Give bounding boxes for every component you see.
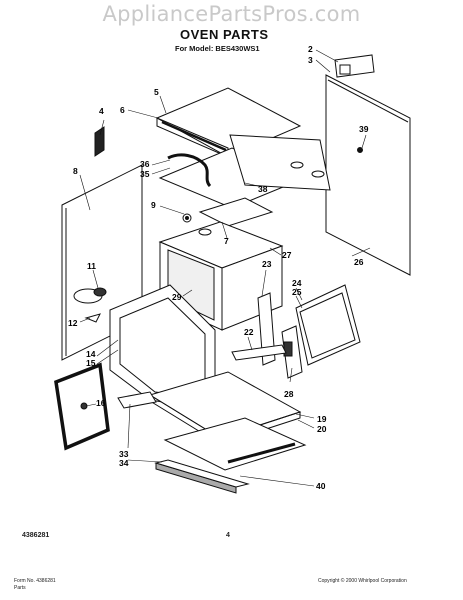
part-label-40: 40	[316, 481, 326, 491]
broil-bracket	[182, 197, 274, 227]
part-label-33: 33	[119, 449, 129, 459]
part-label-7: 7	[224, 236, 229, 246]
part-label-15: 15	[86, 358, 96, 368]
part-label-34: 34	[119, 458, 129, 468]
leader-lines	[79, 49, 371, 487]
bracket	[334, 54, 375, 78]
bracket-33	[117, 391, 157, 409]
kick-plate	[154, 459, 250, 494]
footer-parts: Parts	[14, 585, 26, 591]
part-label-26: 26	[354, 257, 364, 267]
part-label-4: 4	[99, 106, 104, 116]
small-plate	[94, 126, 105, 157]
part-label-35: 35	[140, 169, 150, 179]
part-label-22: 22	[244, 327, 254, 337]
part-label-23: 23	[262, 259, 272, 269]
doc-number: 4386281	[22, 532, 50, 539]
part-label-2: 2	[308, 44, 313, 54]
part-label-12: 12	[68, 318, 78, 328]
page-title: OVEN PARTS	[180, 27, 269, 42]
part-label-19: 19	[317, 414, 327, 424]
back-panel	[158, 134, 331, 209]
model-subtitle: For Model: BES430WS1	[175, 44, 260, 53]
part-label-11: 11	[87, 261, 96, 271]
part-label-20: 20	[317, 424, 327, 434]
part-label-9: 9	[151, 200, 156, 210]
drawer-panel	[163, 417, 307, 471]
part-label-16: 16	[96, 398, 106, 408]
part-label-8: 8	[73, 166, 78, 176]
copyright: Copyright © 2000 Whirlpool Corporation	[318, 578, 407, 584]
door-inner-panel	[295, 284, 361, 366]
part-label-39: 39	[359, 124, 369, 134]
part-label-28: 28	[284, 389, 294, 399]
footer-form-number: Form No. 4386281	[14, 578, 56, 584]
right-side-panel	[325, 74, 411, 276]
part-label-25: 25	[292, 287, 302, 297]
part-label-29: 29	[172, 292, 182, 302]
part-label-24: 24	[292, 278, 302, 288]
part-label-5: 5	[154, 87, 159, 97]
rail	[231, 344, 287, 361]
front-frame	[109, 284, 216, 411]
part-label-36: 36	[140, 159, 150, 169]
page-number: 4	[226, 532, 230, 539]
part-label-14: 14	[86, 349, 96, 359]
part-label-3: 3	[308, 55, 313, 65]
sensor-wire	[167, 153, 212, 188]
screw	[357, 147, 363, 153]
part-label-38: 38	[258, 184, 268, 194]
heating-element	[73, 287, 107, 323]
watermark: AppliancePartsPros.com	[102, 2, 361, 26]
part-label-27: 27	[282, 250, 292, 260]
part-label-6: 6	[120, 105, 125, 115]
